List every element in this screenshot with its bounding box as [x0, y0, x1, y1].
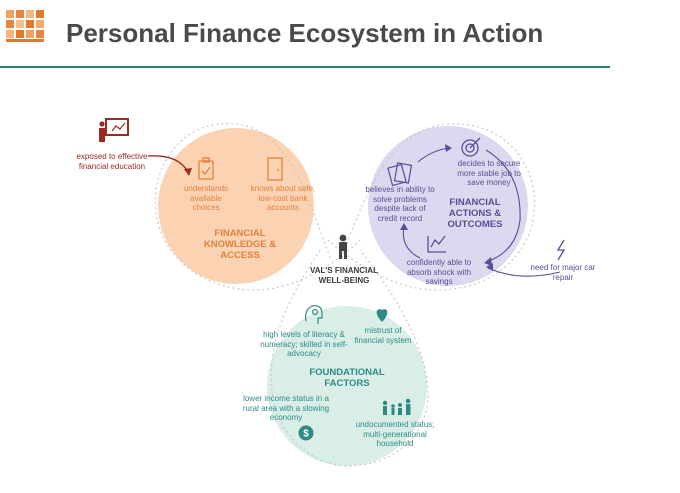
foundational-item-literacy: high levels of literacy & numeracy; skil… [260, 330, 348, 358]
target-icon [461, 137, 481, 157]
presentation-board-icon [99, 118, 129, 142]
svg-text:$: $ [303, 429, 309, 440]
foundational-item-income: lower income status in a rural area with… [242, 394, 330, 422]
knowledge-heading: FINANCIAL KNOWLEDGE & ACCESS [203, 228, 277, 261]
money-icon: $ [298, 425, 314, 441]
dotted-loop-bottom [270, 249, 429, 467]
arrowhead-education [184, 168, 192, 176]
arrow-car-to-circle [487, 267, 561, 277]
dotted-loop-left [154, 123, 361, 291]
arrowhead-3 [400, 223, 408, 230]
actions-circle [368, 126, 528, 286]
people-family-icon [382, 398, 411, 415]
actions-item-belief: believes in ability to solve problems de… [365, 185, 435, 223]
lightning-icon [556, 239, 566, 261]
actions-heading: FINANCIAL ACTIONS & OUTCOMES [447, 197, 503, 230]
knowledge-circle [158, 128, 314, 284]
foundational-heading: FOUNDATIONAL FACTORS [309, 367, 385, 389]
title-divider [0, 66, 610, 68]
cards-icon [387, 162, 413, 187]
head-gear-icon [305, 305, 323, 324]
arrowhead-1 [445, 144, 452, 152]
foundational-item-mistrust: mistrust of financial system [354, 326, 412, 345]
page-title: Personal Finance Ecosystem in Action [66, 18, 544, 48]
education-label: exposed to effective financial education [76, 152, 148, 171]
logo-icon [6, 10, 44, 42]
arrowhead-4 [486, 263, 493, 271]
actions-item-shock: confidently able to absorb shock with sa… [406, 258, 472, 286]
line-chart-icon [427, 235, 446, 253]
foundational-item-undocumented: undocumented status; multi-generational … [355, 420, 435, 448]
car-repair-label: need for major car repair [530, 263, 596, 282]
knowledge-item-choices: understands available choices [183, 184, 229, 212]
clipboard-check-icon [198, 157, 214, 180]
center-label: VAL'S FINANCIAL WELL-BEING [310, 266, 378, 285]
knowledge-item-bank: knows about safe, low-cost bank accounts [250, 184, 316, 212]
actions-item-job: decides to secure more stable job to sav… [457, 159, 521, 187]
arrowhead-2 [484, 257, 492, 266]
heart-icon [376, 309, 388, 322]
person-icon [339, 234, 347, 259]
arrow-target-to-loop [485, 149, 521, 263]
door-icon [267, 157, 283, 181]
